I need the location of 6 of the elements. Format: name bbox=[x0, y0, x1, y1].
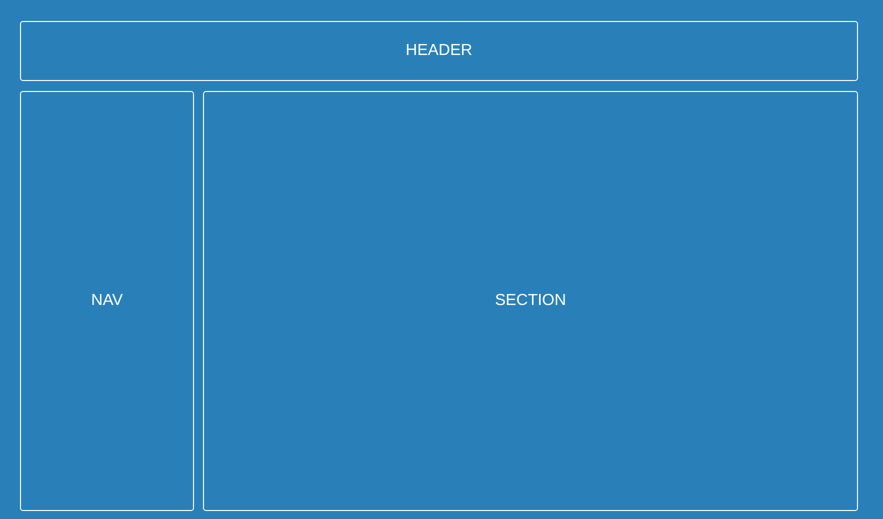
layout-region bbox=[203, 91, 858, 511]
layout-region bbox=[20, 21, 858, 81]
region-label: SECTION bbox=[494, 292, 566, 310]
region-label: NAV bbox=[91, 292, 123, 310]
region-label: HEADER bbox=[406, 42, 472, 60]
layout-region bbox=[20, 91, 194, 511]
